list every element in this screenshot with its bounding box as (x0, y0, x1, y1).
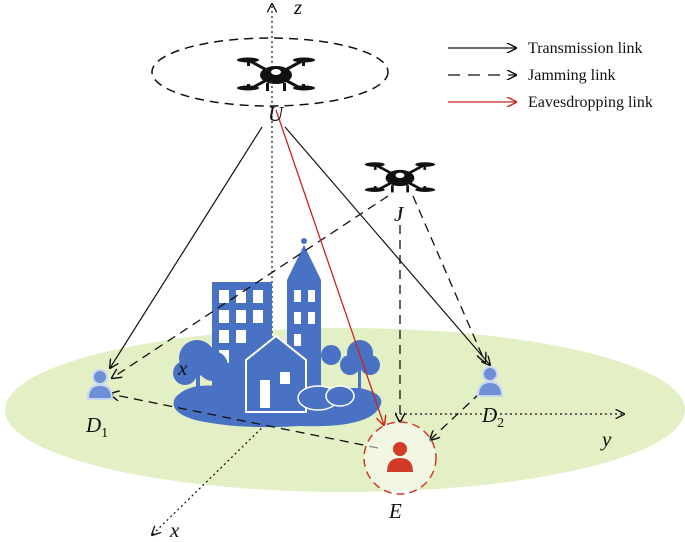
d2-label: D2 (481, 403, 504, 431)
eavesdrop-link-u-e (275, 109, 384, 425)
x-axis-label-near: x (177, 356, 188, 380)
eavesdropper-icon (387, 442, 413, 472)
eve-label: E (388, 499, 402, 523)
jamming-links (110, 195, 485, 449)
x-axis-label: x (169, 518, 180, 542)
uav-label: U (268, 102, 285, 126)
link-u-d2 (284, 126, 490, 365)
y-axis-label: y (600, 427, 612, 451)
z-axis-label: z (293, 0, 302, 19)
legend-jamming-label: Jamming link (528, 67, 616, 84)
uav-trajectory-circle (151, 37, 389, 107)
jammer-label: J (394, 202, 405, 226)
jammer-drone-icon (363, 160, 437, 194)
legend: Transmission link Jamming link Eavesdrop… (448, 40, 653, 111)
uav-drone-icon (235, 56, 317, 93)
d1-label: D1 (85, 413, 108, 441)
city-illustration (173, 238, 382, 428)
legend-transmission-label: Transmission link (528, 40, 643, 57)
transmission-links (110, 126, 490, 368)
jam-e-d2 (430, 392, 481, 440)
jam-j-d2 (412, 195, 485, 362)
jam-j-d1 (112, 195, 389, 378)
link-u-d1 (110, 126, 263, 368)
jam-e-d1 (110, 394, 379, 449)
legend-eavesdropping-label: Eavesdropping link (528, 94, 653, 111)
